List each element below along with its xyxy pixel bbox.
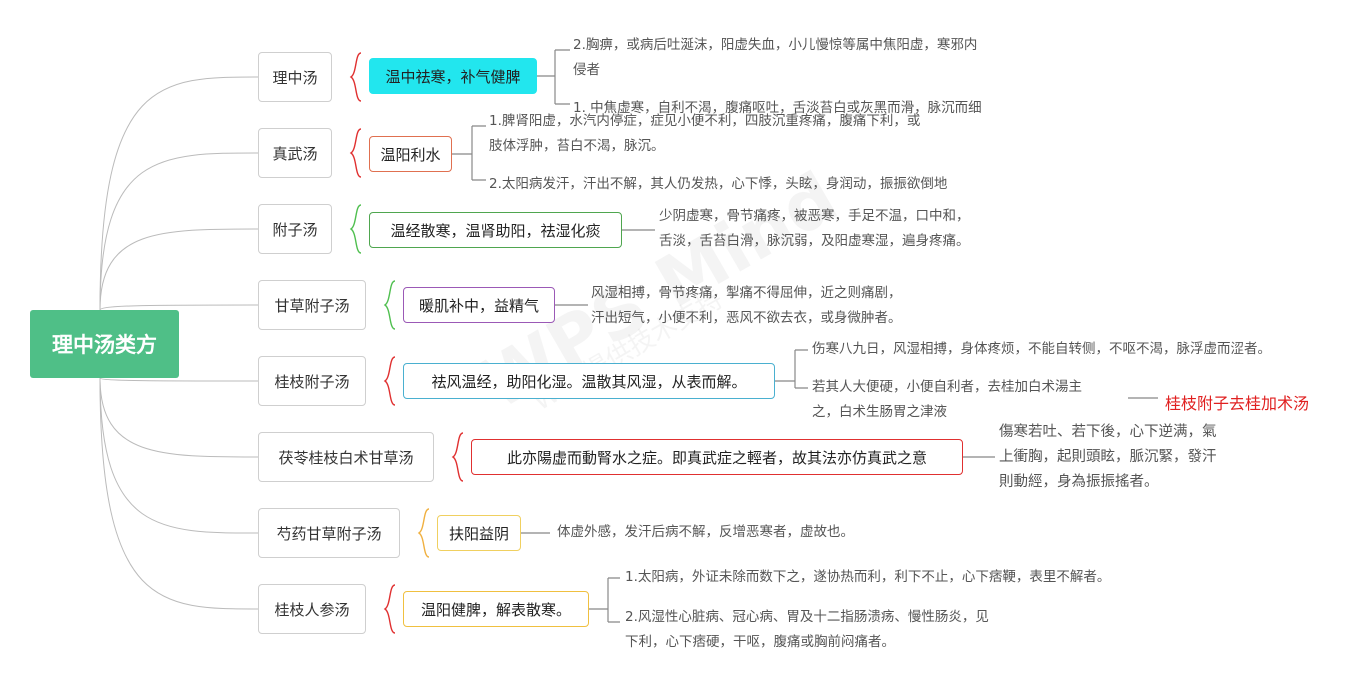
root-connector-7 [99,377,259,610]
effect-shaoyao[interactable]: 扶阳益阴 [437,515,521,551]
leaf-connector-4 [775,349,808,389]
root-node[interactable]: 理中汤类方 [30,310,179,378]
leaf-connector-0 [537,49,570,105]
root-connector-5 [99,377,259,458]
brace-6 [417,508,430,558]
branch-shaoyao[interactable]: 芍药甘草附子汤 [258,508,400,558]
leaf-zhenwu-1: 1.脾肾阳虚，水汽内停症，症见小便不利，四肢沉重疼痛，腹痛下利，或肢体浮肿，苔白… [489,113,921,154]
brace-1 [349,128,362,178]
root-connector-3 [99,304,259,311]
leaf-lizhong-2: 2.胸痹，或病后吐涎沫，阳虚失血，小儿慢惊等属中焦阳虚，寒邪内侵者 [573,37,978,78]
leaf-connector-1 [452,125,486,181]
branch-guizhi-fuzi[interactable]: 桂枝附子汤 [258,356,366,406]
root-connector-4 [99,377,259,382]
branch-lizhong[interactable]: 理中汤 [258,52,332,102]
leaf-fuling-guizhi: 傷寒若吐、若下後，心下逆满，氣上衝胸，起則頭眩，脈沉緊，發汗則動經，身為振振搖者… [999,424,1217,490]
effect-guizhi-fuzi[interactable]: 祛风温经，助阳化湿。温散其风湿，从表而解。 [403,363,775,399]
effect-guizhi-renshen[interactable]: 温阳健脾，解表散寒。 [403,591,589,627]
brace-2 [349,204,362,254]
branch-guizhi-renshen[interactable]: 桂枝人参汤 [258,584,366,634]
effect-fuling-guizhi[interactable]: 此亦陽虚而動腎水之症。即真武症之輕者，故其法亦仿真武之意 [471,439,963,475]
leaf-gancao-fuzi: 风湿相搏，骨节疼痛，掣痛不得屈伸，近之则痛剧，汗出短气，小便不利，恶风不欲去衣，… [591,285,902,326]
effect-zhenwu[interactable]: 温阳利水 [369,136,452,172]
effect-lizhong[interactable]: 温中祛寒，补气健脾 [369,58,537,94]
effect-gancao-fuzi[interactable]: 暖肌补中，益精气 [403,287,555,323]
root-connector-6 [99,377,259,534]
root-connector-1 [99,152,259,311]
brace-3 [383,280,396,330]
leaf-lizhong-1: 1. 中焦虚寒，自利不渴，腹痛呕吐，舌淡苔白或灰黑而滑，脉沉而细 [573,100,982,116]
brace-7 [383,584,396,634]
note-guizhi-quegui[interactable]: 桂枝附子去桂加术汤 [1165,394,1310,413]
root-connector-2 [99,228,259,311]
leaf-guizhi-renshen-2: 2.风湿性心脏病、冠心病、胃及十二指肠溃疡、慢性肠炎，见下利，心下痞硬，干呕，腹… [625,609,989,650]
leaf-guizhi-fuzi-1: 伤寒八九日，风湿相搏，身体疼烦，不能自转侧，不呕不渴，脉浮虚而涩者。 [812,341,1271,357]
leaf-shaoyao: 体虚外感，发汗后病不解，反增恶寒者，虚故也。 [557,524,854,540]
leaf-fuzi: 少阴虚寒，骨节痛疼，被恶寒，手足不温，口中和，舌淡，舌苔白滑，脉沉弱，及阳虚寒湿… [659,208,970,249]
brace-5 [451,432,464,482]
leaf-guizhi-fuzi-2: 若其人大便硬，小便自利者，去桂加白术湯主之，白术生肠胃之津液 [812,379,1082,420]
brace-0 [349,52,362,102]
leaf-connector-7 [589,577,620,623]
branch-zhenwu[interactable]: 真武汤 [258,128,332,178]
branch-gancao-fuzi[interactable]: 甘草附子汤 [258,280,366,330]
effect-fuzi[interactable]: 温经散寒，温肾助阳，祛湿化痰 [369,212,622,248]
leaf-guizhi-renshen-1: 1.太阳病，外证未除而数下之，遂协热而利，利下不止，心下痞鞕，表里不解者。 [625,569,1111,585]
branch-fuzi[interactable]: 附子汤 [258,204,332,254]
brace-4 [383,356,396,406]
root-connector-0 [99,76,259,311]
leaf-zhenwu-2: 2.太阳病发汗，汗出不解，其人仍发热，心下悸，头眩，身润动，振振欲倒地 [489,176,948,192]
branch-fuling-guizhi[interactable]: 茯苓桂枝白术甘草汤 [258,432,434,482]
